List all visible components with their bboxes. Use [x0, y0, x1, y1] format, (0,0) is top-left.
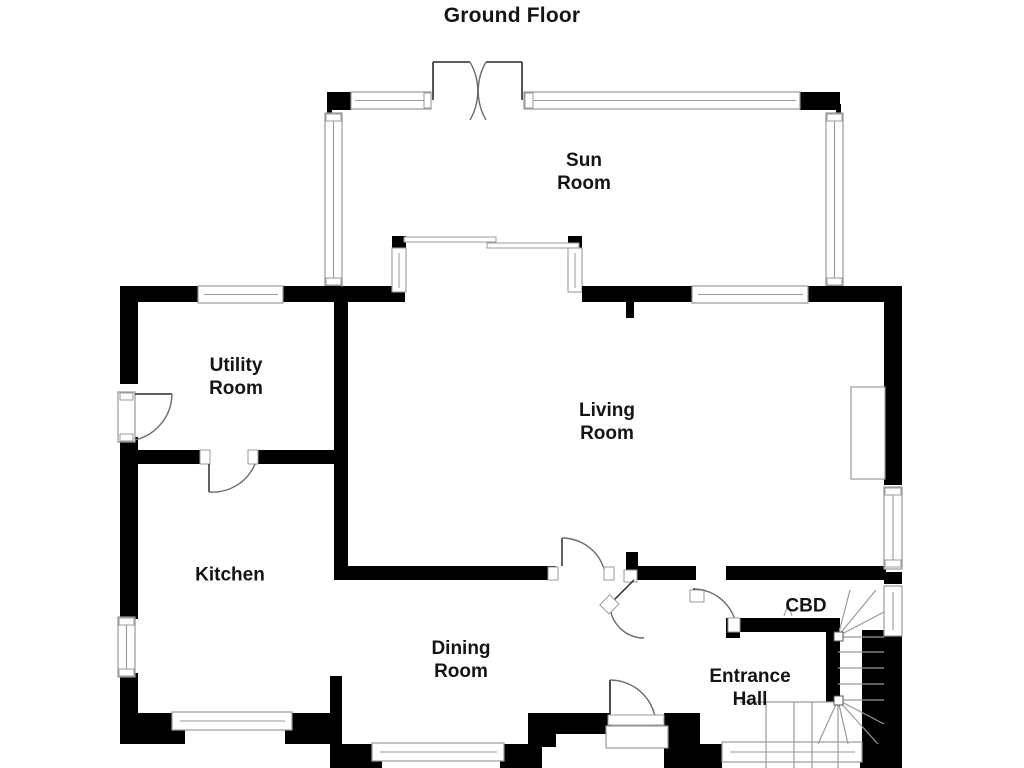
stair-newel-posts	[833, 631, 844, 706]
sun-room-french-doors[interactable]	[432, 61, 523, 121]
entrance-hall-south-window	[721, 741, 863, 763]
sun-room-living-room-opening	[391, 236, 583, 293]
dining-room-south-window	[371, 742, 505, 762]
utility-room-external-door[interactable]	[117, 391, 173, 443]
front-entrance-door[interactable]	[605, 679, 669, 749]
staircase	[740, 589, 885, 768]
fireplace-recess	[850, 386, 886, 480]
sun-room-north-window-right	[523, 91, 801, 110]
internal-walls	[138, 300, 886, 744]
sun-room-north-window-left	[350, 91, 432, 110]
utility-room-north-window	[197, 285, 284, 304]
cbd-door[interactable]	[689, 588, 741, 633]
hall-dining-door[interactable]	[599, 569, 645, 639]
kitchen-west-window	[117, 616, 136, 678]
kitchen-south-window	[171, 711, 293, 731]
main-house-walls	[120, 286, 902, 768]
living-dining-door[interactable]	[547, 537, 615, 581]
stairwell-east-window	[883, 585, 903, 637]
sun-room-east-window	[825, 112, 844, 287]
living-room-north-window	[691, 285, 809, 304]
page-title: Ground Floor	[443, 4, 581, 27]
living-room-east-window	[883, 486, 903, 570]
utility-kitchen-door[interactable]	[199, 449, 259, 493]
sun-room-west-window	[324, 112, 343, 287]
